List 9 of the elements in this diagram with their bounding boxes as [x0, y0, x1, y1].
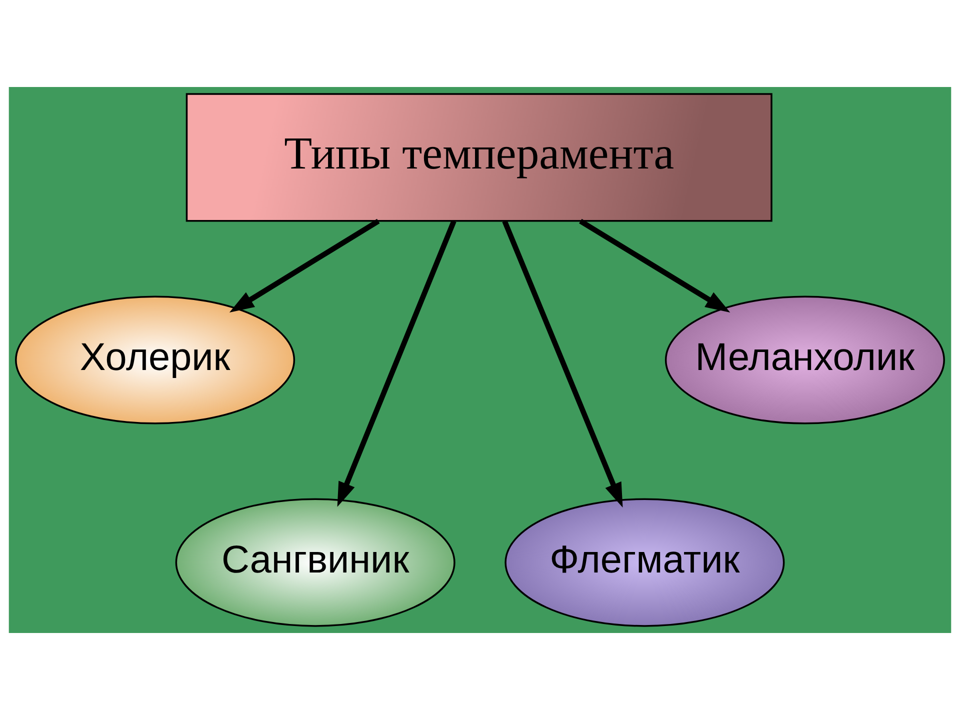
- arrow: [337, 220, 456, 507]
- arrow: [579, 218, 730, 313]
- node-ellipse: Меланхолик: [664, 296, 945, 424]
- node-box: Типы темперамента: [186, 93, 772, 222]
- arrow: [229, 218, 380, 313]
- arrow: [502, 220, 623, 508]
- node-ellipse: Флегматик: [504, 498, 785, 627]
- node-ellipse: Холерик: [15, 296, 296, 424]
- node-ellipse: Сангвиник: [175, 498, 456, 627]
